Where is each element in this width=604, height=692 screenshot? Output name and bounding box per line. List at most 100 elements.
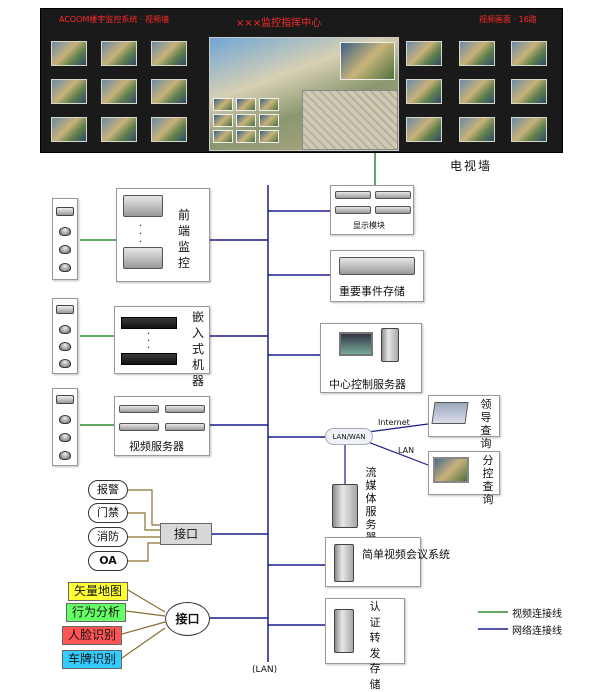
wall-thumbnail <box>459 117 495 142</box>
dome-camera-icon <box>59 245 71 254</box>
wall-thumbnail <box>51 117 87 142</box>
wall-thumbnail <box>511 79 547 104</box>
ellipsis-vertical: ··· <box>147 329 151 354</box>
camera-icon <box>56 305 74 314</box>
server-device-icon <box>335 206 371 214</box>
wall-thumbnail <box>151 79 187 104</box>
camera-group-2 <box>52 298 78 374</box>
internet-label: Internet <box>378 418 410 427</box>
video-conference-box: 简单视频会议系统 <box>325 537 450 587</box>
video-server-box: 视频服务器 <box>114 396 210 456</box>
wall-thumbnail <box>101 117 137 142</box>
fire-item: 消防 <box>88 527 128 547</box>
face-recognition-item: 人脸识别 <box>62 626 122 645</box>
wall-thumbnail <box>51 79 87 104</box>
display-module-box: 显示模块 <box>330 185 414 235</box>
wall-thumbnail <box>459 41 495 66</box>
wall-thumbnail <box>406 117 442 142</box>
server-device-icon <box>119 423 159 431</box>
embedded-machine-label: 嵌入式机器 <box>191 310 204 388</box>
camera-icon <box>56 395 74 404</box>
streaming-server-label: 流媒体服务器 <box>365 466 377 544</box>
event-storage-box: 重要事件存储 <box>330 250 424 302</box>
interface-box-1: 接口 <box>160 523 212 545</box>
wall-thumbnail <box>511 41 547 66</box>
leader-query-box: 领导查询 <box>428 395 500 450</box>
wall-thumbnail <box>459 79 495 104</box>
monitor-icon <box>339 332 373 356</box>
dome-camera-icon <box>59 325 71 334</box>
lan-wan-cloud: LAN/WAN <box>325 428 373 445</box>
wall-mini-view <box>213 130 233 143</box>
front-monitor-box: ··· 前端监控 <box>116 188 210 282</box>
camera-group-1 <box>52 198 78 280</box>
wall-thumbnail <box>51 41 87 66</box>
wall-mini-view <box>259 114 279 127</box>
server-device-icon <box>119 405 159 413</box>
display-module-label: 显示模块 <box>353 221 385 230</box>
map-view <box>302 90 398 150</box>
behavior-analysis-item: 行为分析 <box>66 603 126 622</box>
auth-storage-label: 认证转发存储 <box>369 600 381 691</box>
server-device-icon <box>375 191 411 199</box>
wall-mini-view <box>213 114 233 127</box>
plate-recognition-item: 车牌识别 <box>62 650 122 669</box>
lan-bus-label: (LAN) <box>252 665 278 675</box>
dome-camera-icon <box>59 227 71 236</box>
server-device-icon <box>165 423 205 431</box>
dome-camera-icon <box>59 415 71 424</box>
central-server-label: 中心控制服务器 <box>329 378 406 391</box>
wall-thumbnail <box>101 41 137 66</box>
dome-camera-icon <box>59 263 71 272</box>
alarm-item: 报警 <box>88 480 128 500</box>
monitor-device-icon <box>123 247 163 269</box>
dome-camera-icon <box>59 451 71 460</box>
legend-network-line: 网络连接线 <box>512 626 562 637</box>
sub-query-box: 分控查询 <box>428 451 500 506</box>
wall-thumbnail <box>151 41 187 66</box>
wall-thumbnail <box>101 79 137 104</box>
auth-storage-box: 认证转发存储 <box>325 598 405 691</box>
wall-right-caption: 视频画面 · 16路 <box>479 15 537 24</box>
interface-ellipse-2: 接口 <box>165 602 210 636</box>
dome-camera-icon <box>59 433 71 442</box>
wall-mini-view <box>236 114 256 127</box>
monitor-device-icon <box>123 195 163 217</box>
wall-mini-view <box>213 98 233 111</box>
access-control-item: 门禁 <box>88 503 128 523</box>
wall-mini-view <box>236 130 256 143</box>
lan-small-label: LAN <box>398 446 415 455</box>
camera-icon <box>56 207 74 216</box>
video-server-label: 视频服务器 <box>129 440 184 453</box>
leader-query-label: 领导查询 <box>480 398 492 450</box>
wall-mini-view <box>259 98 279 111</box>
oa-item: OA <box>88 551 128 571</box>
dvr-device-icon <box>121 353 177 365</box>
video-conference-label: 简单视频会议系统 <box>362 548 450 561</box>
dome-camera-icon <box>59 359 71 368</box>
server-device-icon <box>165 405 205 413</box>
ellipsis-vertical: ··· <box>139 221 143 248</box>
wall-mini-view <box>340 42 395 80</box>
wall-center-title: ×××监控指挥中心 <box>236 18 322 29</box>
monitor-icon <box>433 457 469 483</box>
wall-thumbnail <box>511 117 547 142</box>
wall-thumbnail <box>406 79 442 104</box>
event-storage-label: 重要事件存储 <box>339 285 405 298</box>
camera-group-3 <box>52 388 78 466</box>
wall-left-caption: ACOOM楼宇监控系统 · 视频墙 <box>59 15 170 24</box>
sub-query-label: 分控查询 <box>482 454 494 506</box>
server-tower-icon <box>334 609 354 653</box>
video-wall: ACOOM楼宇监控系统 · 视频墙 ×××监控指挥中心 视频画面 · 16路 <box>40 8 563 153</box>
dvr-device-icon <box>121 317 177 329</box>
front-monitor-label: 前端监控 <box>177 208 190 270</box>
streaming-server-icon <box>332 484 358 528</box>
server-tower-icon <box>334 544 354 582</box>
vector-map-item: 矢量地图 <box>68 582 128 601</box>
legend-video-line: 视频连接线 <box>512 609 562 620</box>
server-device-icon <box>335 191 371 199</box>
wall-center-screen <box>209 37 399 151</box>
server-device-icon <box>375 206 411 214</box>
server-tower-icon <box>381 328 399 362</box>
